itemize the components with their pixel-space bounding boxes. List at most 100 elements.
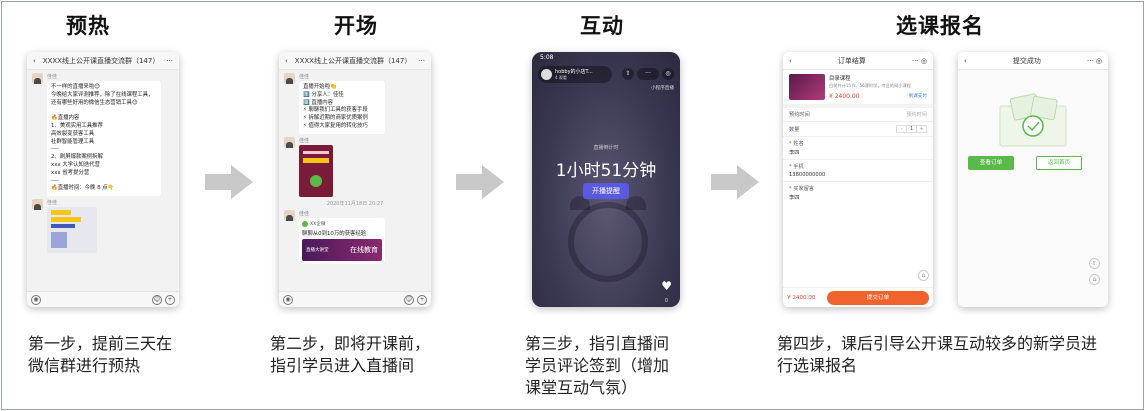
more-icon[interactable]: ··· ◎ [1086,56,1102,65]
mini-program-card[interactable]: XX企微 聊聊从0到10万的获客经验 直播大讲堂 在线教育 [299,217,385,264]
sender-name: 佳佳 [299,210,310,217]
avatar [32,199,43,211]
phone-value[interactable]: 13800000000 [789,172,826,178]
minus-icon[interactable]: - [900,126,903,132]
chat-input-bar: ◉ ☺ + [279,291,431,307]
quantity-stepper[interactable]: - 1 + [896,125,927,133]
right-arrow-icon [456,165,504,199]
chat-timestamp: 2020年11月18日 20:27 [326,200,384,207]
emoji-icon[interactable]: ☺ [404,294,414,305]
product-desc: 目前共计15节，56课时学，专业的网小课程 [829,83,911,88]
phone-order-checkout: ‹ 订单结算 ··· ◎ 目录课程 目前共计15节，56课时学，专业的网小课程 … [783,52,933,307]
chat-message: 佳佳 [32,199,174,254]
submit-order-button[interactable]: 提交订单 [827,290,929,305]
avatar [284,209,295,221]
note-value[interactable]: 李四 [789,195,800,201]
home-icon[interactable]: ⌂ [1089,274,1100,285]
plus-icon[interactable]: + [919,126,924,132]
more-icon[interactable]: ··· ◎ [911,56,927,65]
avatar [541,69,552,80]
step2-heading: 开场 [334,14,378,38]
back-icon[interactable]: ‹ [33,56,36,65]
success-header: ‹ 提交成功 ··· ◎ [958,52,1108,70]
like-count: 0 [664,298,668,304]
phone-label: 手机 [793,164,804,170]
message-bubble: 不一样的直播来啦😊 今晚给大家评测推荐，除了在线课程工具，还有哪些好用的微信生态… [47,81,161,197]
avatar [284,73,295,84]
app-logo-icon [302,220,308,227]
card-app-name: XX企微 [310,221,326,227]
more-icon[interactable]: ··· [418,56,425,65]
quantity-label: 数量 [789,126,800,133]
name-value[interactable]: 李四 [789,150,800,156]
sender-name: 佳佳 [47,74,58,80]
view-order-button[interactable]: 查看订单 [968,156,1014,170]
step3-caption: 第三步，指引直播间 学员评论签到（增加 课堂互动气氛） [525,334,670,397]
success-title: 提交成功 [1012,56,1041,65]
room-viewers: 4 观看 [555,75,567,80]
emoji-icon[interactable]: ☺ [152,294,162,305]
back-icon[interactable]: ‹ [789,56,792,65]
remind-button[interactable]: 开播提醒 [583,183,629,199]
home-icon[interactable]: ⌂ [918,270,929,281]
more-icon[interactable]: ··· [637,68,659,80]
avatar [32,73,43,84]
room-info[interactable]: hobby的小店T... 4 观看 [538,66,612,83]
step1-heading: 预热 [66,14,110,38]
back-icon[interactable]: ‹ [964,56,967,65]
more-icon[interactable]: ··· [166,56,173,65]
chat-title: XXXX线上公开课直播交流群（147） [294,56,412,65]
step4-caption: 第四步，课后引导公开课互动较多的新学员进 行选课报名 [777,334,1098,375]
phone-warmup-chat: ‹ XXXX线上公开课直播交流群（147） ··· 佳佳 不一样的直播来啦😊 今… [27,52,179,307]
step2-caption: 第二步，即将开课前， 指引学员进入直播间 [270,334,431,375]
right-arrow-icon [711,165,759,199]
sender-name: 佳佳 [299,74,310,80]
chat-message: 佳佳 [284,136,426,197]
message-bubble: 直播开始啦👏 1️⃣ 分享人：佳佳 2️⃣ 直播内容 ⚡ 聊聊我们工具的获客手段… [299,81,385,134]
share-icon[interactable]: ⇧ [622,68,634,80]
note-field[interactable]: * 买家留言 李四 [783,182,933,204]
appointment-label: 预约时间 [789,112,810,118]
name-label: 姓名 [793,141,804,147]
poster-image[interactable] [47,207,97,254]
quantity-row: 数量 - 1 + [783,122,933,137]
plus-icon[interactable]: + [165,294,175,305]
mini-program-label: 小程序直播 [651,86,674,91]
phone-opening-chat: ‹ XXXX线上公开课直播交流群（147） ··· 佳佳 直播开始啦👏 1️⃣ … [279,52,431,307]
product-image [789,74,825,100]
card-banner: 在线教育 [350,245,378,254]
appointment-row[interactable]: 预约时间 预约时间 [783,108,933,122]
phone-field[interactable]: * 手机 13800000000 [783,160,933,182]
quantity-value[interactable]: 1 [906,126,917,132]
room-name: hobby的小店T... [555,69,593,75]
sender-name: 佳佳 [47,200,58,207]
countdown-value: 1小时51分钟 [555,161,657,181]
note-label: 买家留言 [793,186,815,192]
order-header: ‹ 订单结算 ··· ◎ [783,52,933,70]
back-icon[interactable]: ‹ [285,56,288,65]
share-icon[interactable]: ⇧ [1089,258,1100,269]
back-home-button[interactable]: 返回首页 [1036,156,1082,170]
step3-heading: 互动 [580,14,624,38]
chat-input-bar: ◉ ☺ + [27,291,179,307]
chat-message: 佳佳 不一样的直播来啦😊 今晚给大家评测推荐，除了在线课程工具，还有哪些好用的微… [32,73,174,197]
order-footer: ¥ 2400.00 提交订单 [783,287,933,307]
heart-icon[interactable]: ♥ [661,279,672,293]
poster-image[interactable] [299,144,333,197]
success-illustration [994,92,1072,150]
phone-submit-success: ‹ 提交成功 ··· ◎ 查看订单 返回首页 ⇧ ⌂ [958,52,1108,307]
chat-message: 佳佳 直播开始啦👏 1️⃣ 分享人：佳佳 2️⃣ 直播内容 ⚡ 聊聊我们工具的获… [284,73,426,134]
alarm-clock-image [568,196,648,282]
voice-icon[interactable]: ◉ [31,294,41,305]
right-arrow-icon [205,165,253,199]
appointment-value: 预约时间 [906,112,927,118]
product-summary: 目录课程 目前共计15节，56课时学，专业的网小课程 ¥ 2400.00 到课支… [783,70,933,108]
card-subtitle: 直播大讲堂 [306,247,329,253]
voice-icon[interactable]: ◉ [283,294,293,305]
name-field[interactable]: * 姓名 李四 [783,137,933,160]
plus-icon[interactable]: + [417,294,427,305]
order-title: 订单结算 [837,56,866,65]
product-name: 目录课程 [829,76,851,82]
close-icon[interactable]: ◎ [662,68,674,80]
status-time: 5:08 [540,54,554,61]
